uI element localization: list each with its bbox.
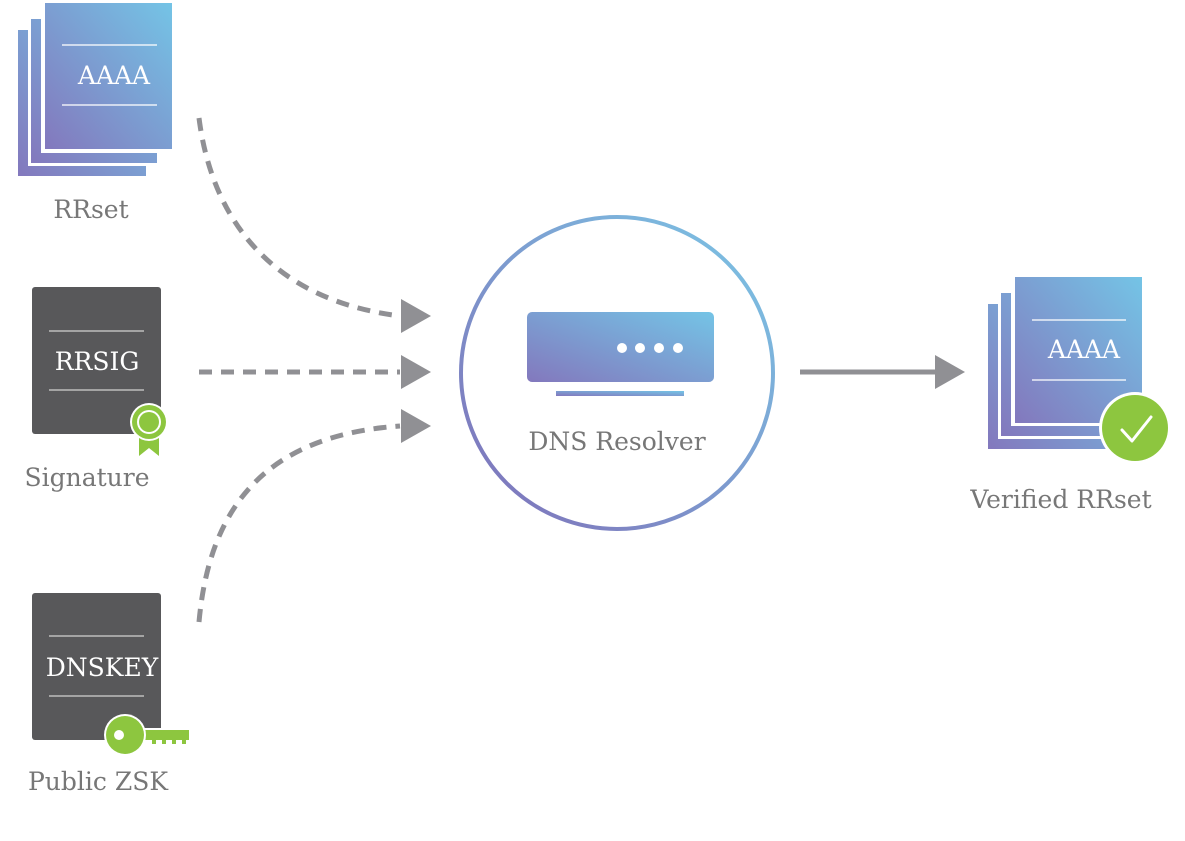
rrsig-to-resolver-arrow	[199, 355, 431, 389]
verified-label: Verified RRset	[969, 485, 1151, 514]
ribbon-badge-icon	[130, 403, 168, 456]
signature-label: Signature	[24, 463, 149, 492]
resolver-to-verified-arrow	[800, 355, 965, 389]
public-zsk-label: Public ZSK	[28, 767, 169, 796]
server-icon	[527, 312, 714, 396]
dnskey-doc-text: DNSKEY	[46, 653, 159, 682]
rrset-doc-text: AAAA	[77, 61, 151, 90]
dnskey-document-icon: DNSKEY	[32, 593, 161, 740]
resolver-label: DNS Resolver	[528, 427, 705, 456]
rrsig-document-icon: RRSIG	[32, 287, 161, 434]
rrset-to-resolver-arrow	[196, 117, 431, 333]
rrset-document-stack-icon: AAAA	[18, 1, 175, 176]
rrset-label: RRset	[53, 195, 128, 224]
rrsig-doc-text: RRSIG	[55, 347, 140, 376]
checkmark-icon	[1099, 392, 1171, 464]
dnskey-to-resolver-arrow	[196, 409, 431, 623]
verified-doc-text: AAAA	[1047, 335, 1121, 364]
verified-document-stack-icon: AAAA	[988, 274, 1145, 449]
key-icon	[104, 714, 189, 756]
